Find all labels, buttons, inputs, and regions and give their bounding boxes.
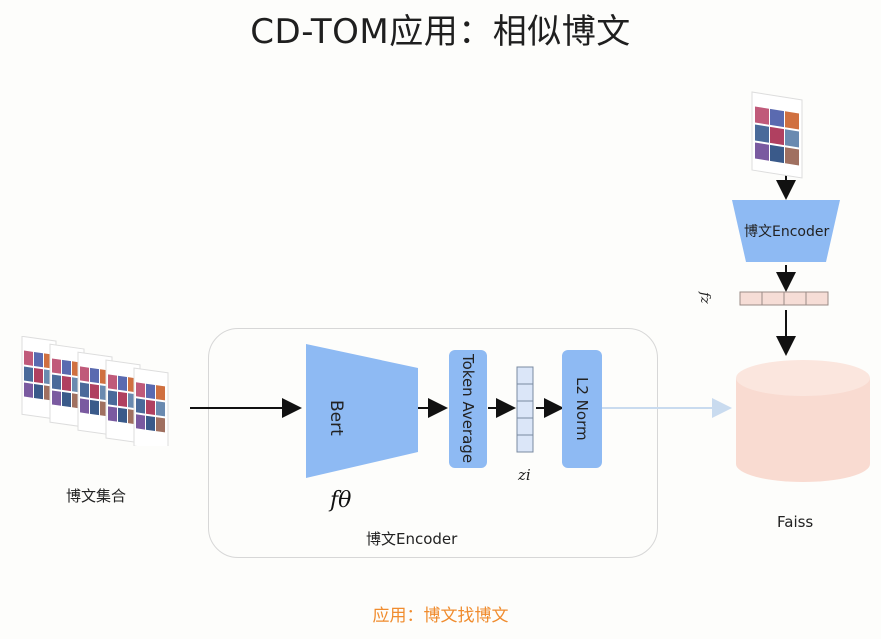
f-theta-label: fθ	[330, 488, 352, 513]
token-average-block: Token Average	[449, 350, 487, 468]
faiss-label: Faiss	[777, 513, 814, 531]
post-thumbnail	[105, 359, 141, 444]
fz-label: fz	[697, 292, 712, 304]
token-average-label: Token Average	[459, 354, 477, 464]
query-post-thumbnail	[751, 91, 803, 179]
zi-label: zi	[518, 466, 531, 484]
top-encoder-label: 博文Encoder	[744, 224, 830, 240]
bert-encoder-shape	[306, 344, 418, 478]
l2-norm-block: L2 Norm	[562, 350, 602, 468]
l2-norm-label: L2 Norm	[573, 377, 591, 441]
faiss-database-icon	[736, 360, 870, 482]
footer-caption: 应用：博文找博文	[372, 606, 509, 626]
bert-label: Bert	[326, 400, 346, 436]
post-collection-thumbnails	[20, 335, 190, 452]
encoder-group-label: 博文Encoder	[366, 530, 458, 548]
fz-vector	[739, 291, 829, 306]
page-title: CD-TOM应用：相似博文	[250, 12, 631, 52]
zi-vector	[516, 366, 534, 453]
post-collection-label: 博文集合	[66, 487, 127, 505]
top-encoder-shape	[732, 200, 840, 262]
post-thumbnail	[133, 367, 169, 452]
